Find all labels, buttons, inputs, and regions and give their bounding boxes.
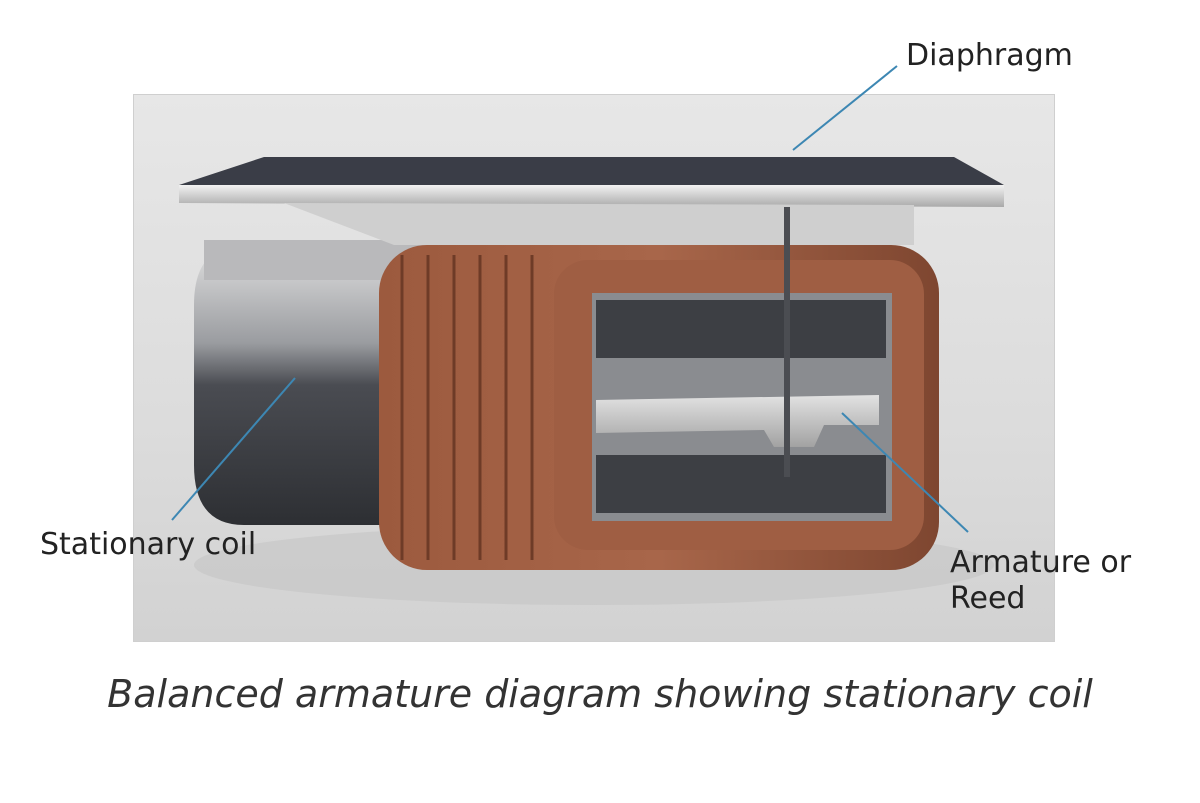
diaphragm-label: Diaphragm [906, 38, 1073, 73]
diaphragm-top [179, 157, 1004, 185]
lower-magnet [596, 455, 886, 513]
diaphragm-under [284, 203, 914, 245]
stationary-coil-callout-line [171, 377, 296, 521]
diagram-render [133, 94, 1055, 642]
diaphragm-frame [179, 185, 1004, 207]
armature-reed [596, 395, 879, 447]
armature-label: Armature or Reed [950, 545, 1131, 617]
upper-magnet [596, 300, 886, 358]
armature-illustration [179, 157, 1004, 605]
armature-label-line2: Reed [950, 581, 1026, 616]
armature-label-line1: Armature or [950, 545, 1132, 580]
coil-windings [400, 255, 534, 560]
drive-pin [784, 207, 790, 477]
diaphragm-callout-line [792, 65, 898, 151]
stationary-coil-label: Stationary coil [40, 527, 257, 562]
figure-caption: Balanced armature diagram showing statio… [107, 672, 1093, 716]
armature-callout-line [841, 412, 969, 533]
